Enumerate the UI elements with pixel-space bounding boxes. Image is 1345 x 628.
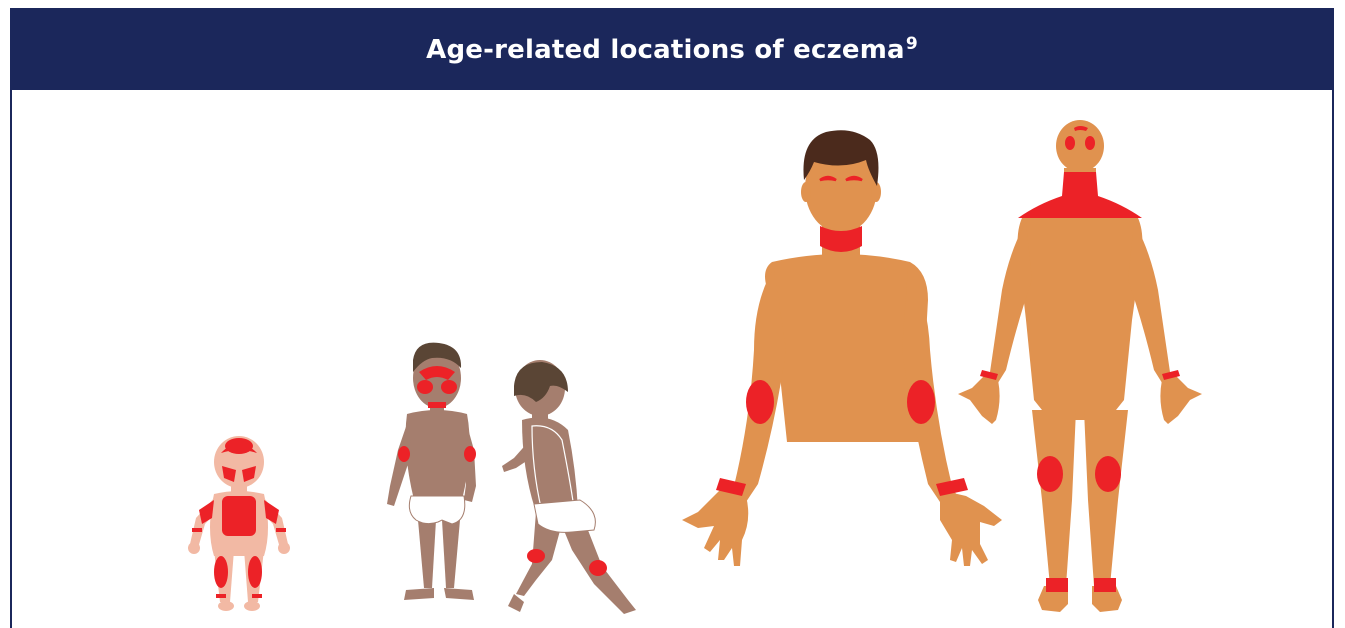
toddler-front-figure-icon (387, 343, 476, 600)
toddler-side-figure-icon (502, 360, 636, 614)
figures-illustration (10, 8, 1334, 628)
adult-front-torso-icon (682, 130, 1002, 566)
adult-back-figure-icon (958, 120, 1202, 612)
infant-figure-icon (188, 436, 290, 611)
infographic-frame: Age-related locations of eczema9 (10, 8, 1334, 628)
